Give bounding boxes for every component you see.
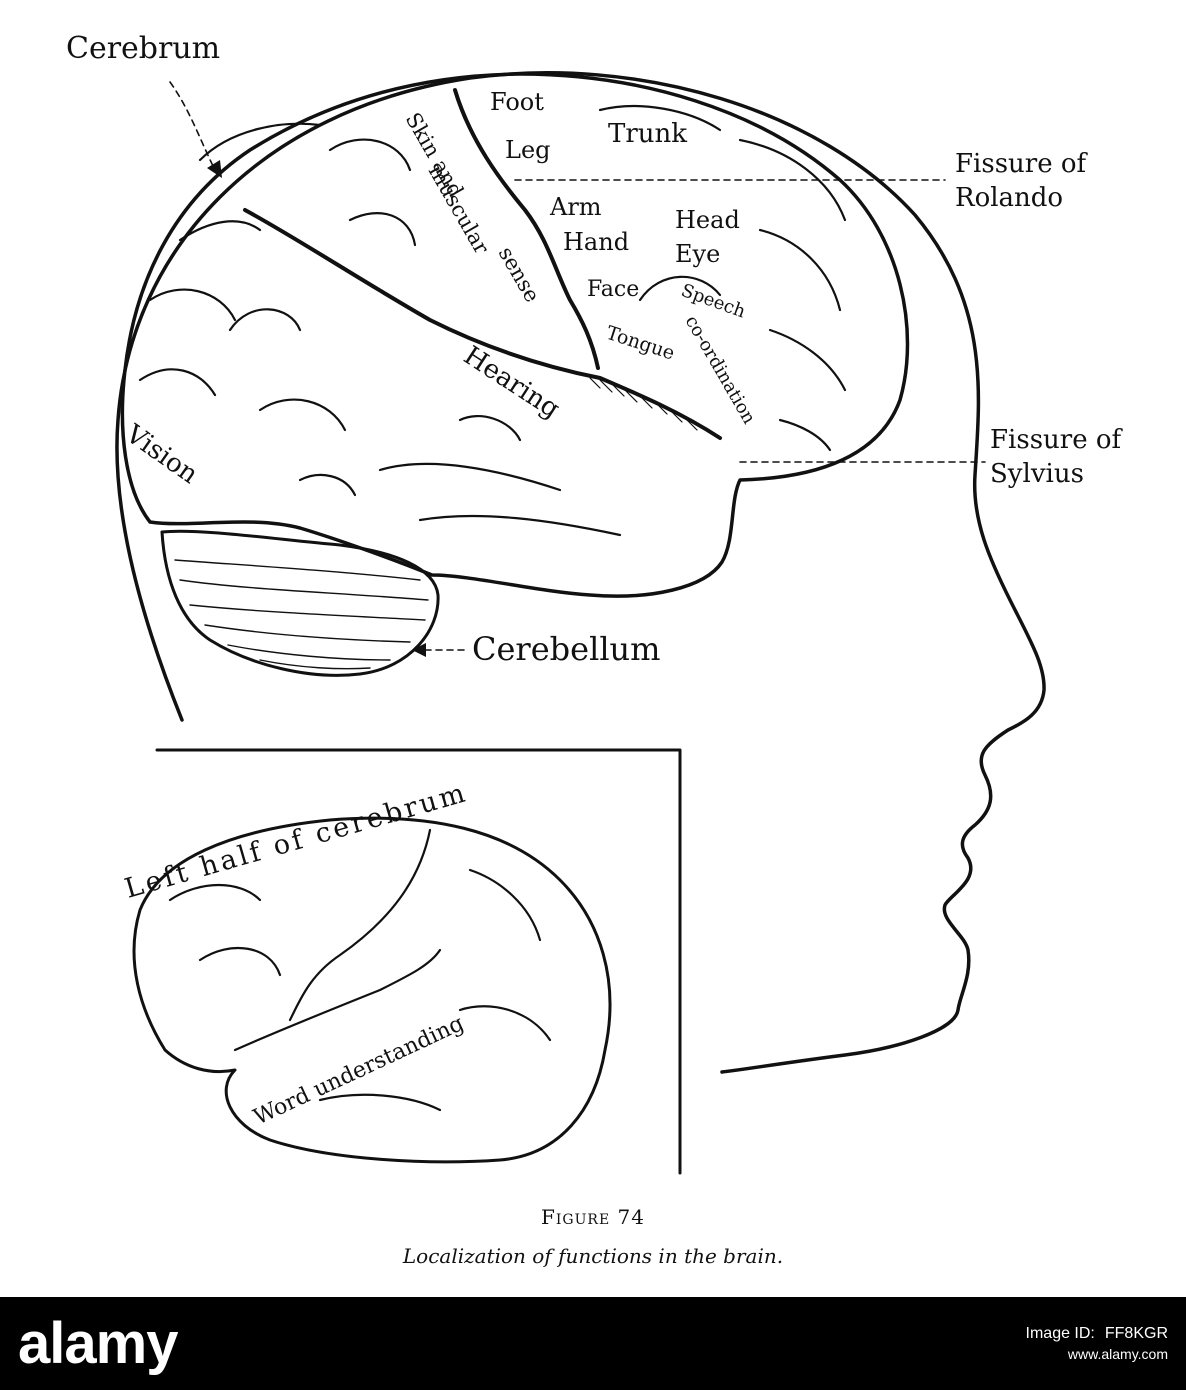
leader-lines bbox=[169, 81, 986, 651]
label-trunk: Trunk bbox=[608, 119, 687, 149]
image-id: FF8KGR bbox=[1104, 1324, 1168, 1342]
caption-figure: Figure 74 bbox=[541, 1205, 645, 1229]
gyri bbox=[138, 104, 847, 537]
cerebellum-arrowhead bbox=[412, 643, 426, 657]
inset-brain-outline bbox=[132, 816, 612, 1164]
label-speech-1: Speech bbox=[678, 280, 748, 323]
label-head: Head bbox=[675, 206, 740, 234]
label-foot: Foot bbox=[490, 88, 544, 116]
label-arm: Arm bbox=[549, 193, 602, 221]
label-hand: Hand bbox=[563, 228, 629, 256]
watermark-banner: alamy Image ID: FF8KGR www.alamy.com bbox=[0, 1297, 1186, 1390]
cerebellum-hatching bbox=[174, 559, 429, 670]
inset-gyri bbox=[168, 828, 552, 1112]
sylvius-hatch bbox=[589, 377, 698, 431]
brain-diagram: Cerebrum Fissure of Rolando Fissure of S… bbox=[66, 31, 1124, 1268]
inset-frame bbox=[155, 748, 682, 1175]
label-fissure-sylvius-2: Sylvius bbox=[990, 459, 1084, 489]
cerebellum-shape bbox=[160, 529, 440, 677]
label-fissure-sylvius-1: Fissure of bbox=[990, 425, 1124, 455]
alamy-logo: alamy bbox=[18, 1311, 178, 1376]
banner-info: Image ID: FF8KGR www.alamy.com bbox=[1026, 1324, 1168, 1364]
label-fissure-rolando-2: Rolando bbox=[955, 183, 1063, 213]
label-left-half: Left half of cerebrum bbox=[121, 777, 471, 905]
label-eye: Eye bbox=[675, 240, 720, 268]
fissure-of-sylvius bbox=[243, 208, 722, 440]
label-leg: Leg bbox=[505, 136, 551, 164]
banner-url: www.alamy.com bbox=[1067, 1345, 1168, 1362]
image-id-label: Image ID: bbox=[1025, 1324, 1095, 1342]
label-skin-3: sense bbox=[494, 243, 545, 307]
label-tongue: Tongue bbox=[603, 322, 677, 365]
cerebrum-arrowhead bbox=[207, 160, 222, 178]
head-outline bbox=[115, 71, 1046, 1074]
label-fissure-rolando-1: Fissure of bbox=[955, 149, 1089, 179]
image-id-row: Image ID: FF8KGR bbox=[1026, 1324, 1168, 1344]
label-speech-2: co-ordination bbox=[681, 312, 760, 428]
label-cerebellum: Cerebellum bbox=[472, 630, 661, 668]
caption-text: Localization of functions in the brain. bbox=[402, 1244, 783, 1268]
label-cerebrum: Cerebrum bbox=[66, 31, 220, 66]
label-face: Face bbox=[587, 277, 639, 302]
fissure-of-rolando bbox=[453, 88, 600, 370]
brain-outline bbox=[120, 72, 910, 598]
